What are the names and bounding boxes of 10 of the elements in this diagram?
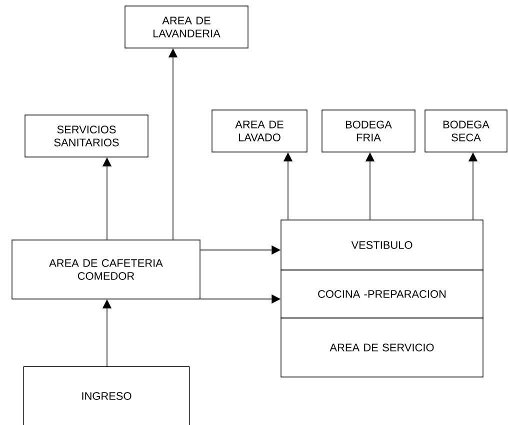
area-box: BODEGA SECA (424, 110, 508, 152)
area-box: VESTIBULO (280, 220, 484, 270)
area-box: SERVICIOS SANITARIOS (24, 114, 148, 158)
area-box: AREA DE SERVICIO (280, 318, 484, 378)
area-box: AREA DE LAVANDERIA (124, 6, 248, 48)
area-box: BODEGA FRIA (322, 110, 416, 152)
area-box: AREA DE LAVADO (212, 110, 308, 152)
area-box: COCINA -PREPARACION (280, 270, 484, 318)
entrance-box: INGRESO (23, 366, 190, 425)
area-box: AREA DE CAFETERIA COMEDOR (12, 240, 200, 300)
